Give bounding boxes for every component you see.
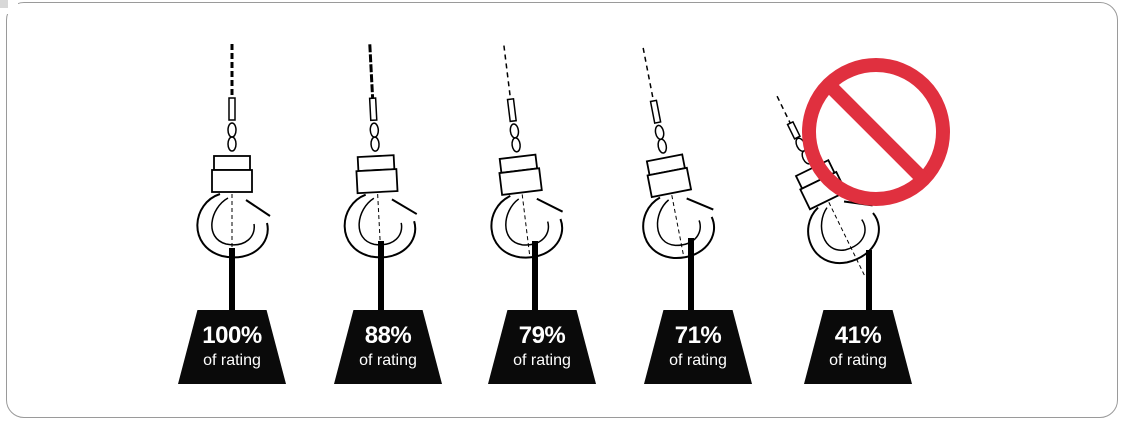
prohibited-icon <box>802 58 950 206</box>
rating-percent: 71% <box>674 322 722 349</box>
rating-caption: of rating <box>203 352 261 369</box>
weight-shape <box>334 310 442 384</box>
weight-shape <box>178 310 286 384</box>
hook-illustration <box>642 47 715 311</box>
rating-percent: 41% <box>834 322 882 349</box>
illustration-frame <box>6 2 1118 418</box>
hook-illustration <box>490 45 564 311</box>
rating-percent: 100% <box>202 322 262 349</box>
rating-caption: of rating <box>829 352 887 369</box>
load-weight: 71% of rating <box>644 310 752 384</box>
rating-caption: of rating <box>513 352 571 369</box>
load-weight: 88% of rating <box>334 310 442 384</box>
hook-panel-88: 88% of rating <box>326 38 476 388</box>
hook-panel-71: 71% of rating <box>636 38 786 388</box>
weight-shape <box>804 310 912 384</box>
weight-shape <box>644 310 752 384</box>
corner-marker <box>0 0 18 14</box>
hook-panel-79: 79% of rating <box>480 38 630 388</box>
load-weight: 100% of rating <box>178 310 286 384</box>
rating-percent: 88% <box>364 322 412 349</box>
hook-panel-100: 100% of rating <box>170 38 320 388</box>
load-weight: 41% of rating <box>804 310 912 384</box>
weight-shape <box>488 310 596 384</box>
rating-percent: 79% <box>518 322 566 349</box>
rating-caption: of rating <box>359 352 417 369</box>
hook-illustration <box>196 44 271 314</box>
load-weight: 79% of rating <box>488 310 596 384</box>
rating-caption: of rating <box>669 352 727 369</box>
hook-illustration <box>343 44 418 311</box>
